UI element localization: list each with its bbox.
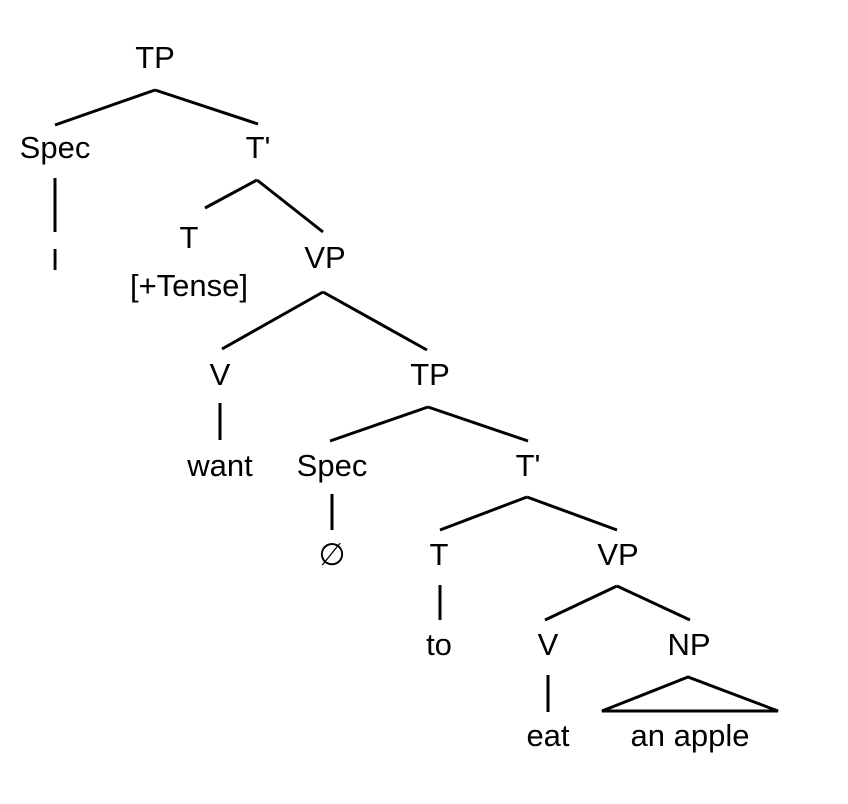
np-triangle <box>601 675 779 713</box>
edge-vp-v <box>221 290 324 351</box>
node-tbar-embedded: T' <box>516 448 541 483</box>
leaf-i: I <box>51 242 60 277</box>
node-v: V <box>210 357 231 392</box>
node-tbar: T' <box>246 130 271 165</box>
edge-tp2-tbar <box>427 405 529 443</box>
node-spec: Spec <box>20 130 91 165</box>
edge-tp2-spec <box>329 405 429 443</box>
node-v-embedded: V <box>538 627 559 662</box>
node-np: NP <box>667 627 710 662</box>
edge-vp-tp <box>322 290 428 352</box>
node-t-embedded: T <box>430 537 449 572</box>
tense-feature: [+Tense] <box>130 268 248 303</box>
node-vp-embedded: VP <box>597 537 638 572</box>
node-vp: VP <box>304 240 345 275</box>
node-tp-root: TP <box>135 40 175 75</box>
node-tp-embedded: TP <box>410 357 450 392</box>
leaf-want: want <box>186 448 253 483</box>
edge-tbar2-t <box>439 495 528 532</box>
leaf-to: to <box>426 627 452 662</box>
edge-tbar-t <box>204 178 258 210</box>
tree-edges <box>53 88 779 713</box>
node-t: T <box>180 220 199 255</box>
edge-vp2-v <box>544 584 618 622</box>
edge-tbar2-vp <box>526 495 618 532</box>
node-spec-embedded: Spec <box>297 448 368 483</box>
tree-labels: TP Spec I T' T [+Tense] VP V want TP Spe… <box>20 40 750 753</box>
leaf-an-apple: an apple <box>631 718 750 753</box>
edge-tp-tbar <box>154 88 259 126</box>
leaf-null-subject: ∅ <box>318 537 345 572</box>
edge-tp-spec <box>54 88 156 127</box>
edge-vp2-np <box>616 584 691 622</box>
edge-tbar-vp <box>256 178 324 234</box>
leaf-eat: eat <box>526 718 569 753</box>
